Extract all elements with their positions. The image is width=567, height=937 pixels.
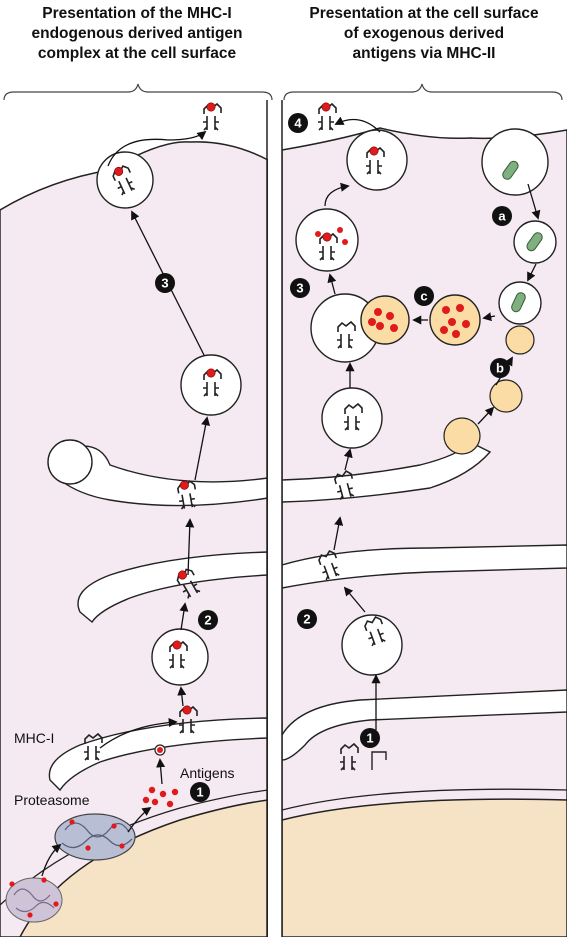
proteasome-label: Proteasome	[14, 792, 90, 808]
right-step-a-circle	[492, 206, 512, 226]
right-step-3-label: 3	[296, 281, 303, 296]
right-step-c-label: c	[420, 289, 427, 304]
right-golgi-vesicle	[443, 417, 481, 455]
right-step-1-circle	[360, 728, 380, 748]
left-step-2-label: 2	[204, 613, 211, 628]
left-surface-vesicle	[96, 151, 154, 209]
proteasome-shape	[54, 813, 136, 861]
right-step-2-circle	[297, 609, 317, 629]
left-title-line-1: Presentation of the MHC-I	[42, 5, 232, 22]
left-title-line-3: complex at the cell surface	[37, 45, 237, 62]
right-panel-title: Presentation at the cell surface of exog…	[284, 4, 564, 64]
right-nucleus	[282, 798, 567, 937]
left-step-1-label: 1	[196, 785, 203, 800]
right-primary-lysosome	[489, 379, 523, 413]
right-step-3-circle	[290, 278, 310, 298]
right-step-c-circle	[414, 286, 434, 306]
right-title-line-3: antigens via MHC-II	[352, 45, 496, 62]
ubiquitinated-protein	[5, 877, 63, 923]
right-step-b-circle	[490, 358, 510, 378]
left-er-middle	[77, 551, 268, 624]
right-title-line-2: of exogenous derived	[343, 25, 505, 42]
left-panel-title: Presentation of the MHC-I endogenous der…	[4, 4, 270, 64]
left-golgi-bulb	[47, 439, 93, 485]
left-antigen-peptides	[142, 786, 179, 808]
right-title-line-1: Presentation at the cell surface	[309, 5, 539, 22]
right-step-4-label: 4	[294, 116, 302, 131]
left-step-3-label: 3	[161, 276, 168, 291]
left-panel	[0, 103, 268, 937]
right-step-b-label: b	[496, 361, 504, 376]
left-title-brace	[3, 83, 273, 101]
right-er-upper	[282, 441, 492, 503]
right-step-2-label: 2	[303, 612, 310, 627]
left-step-3-circle	[155, 273, 175, 293]
right-lysosome-b	[505, 325, 535, 355]
left-er-lower	[48, 717, 268, 792]
left-step-2-circle	[198, 610, 218, 630]
right-panel	[282, 103, 567, 937]
right-lysosome-fusing	[360, 295, 410, 345]
mhc-i-label: MHC-I	[14, 730, 55, 746]
right-step-1-label: 1	[366, 731, 373, 746]
right-step-a-label: a	[498, 209, 506, 224]
right-title-brace	[283, 83, 563, 101]
left-step-1-circle	[190, 782, 210, 802]
right-er-lower	[282, 689, 567, 761]
left-vesicle-upper	[180, 354, 242, 416]
antigens-label: Antigens	[180, 765, 235, 781]
right-vesicle-er	[321, 387, 383, 449]
left-vesicle-lower	[151, 628, 209, 686]
right-step-4-circle	[288, 113, 308, 133]
right-surface-vesicle	[346, 129, 408, 191]
left-title-line-2: endogenous derived antigen	[31, 25, 243, 42]
